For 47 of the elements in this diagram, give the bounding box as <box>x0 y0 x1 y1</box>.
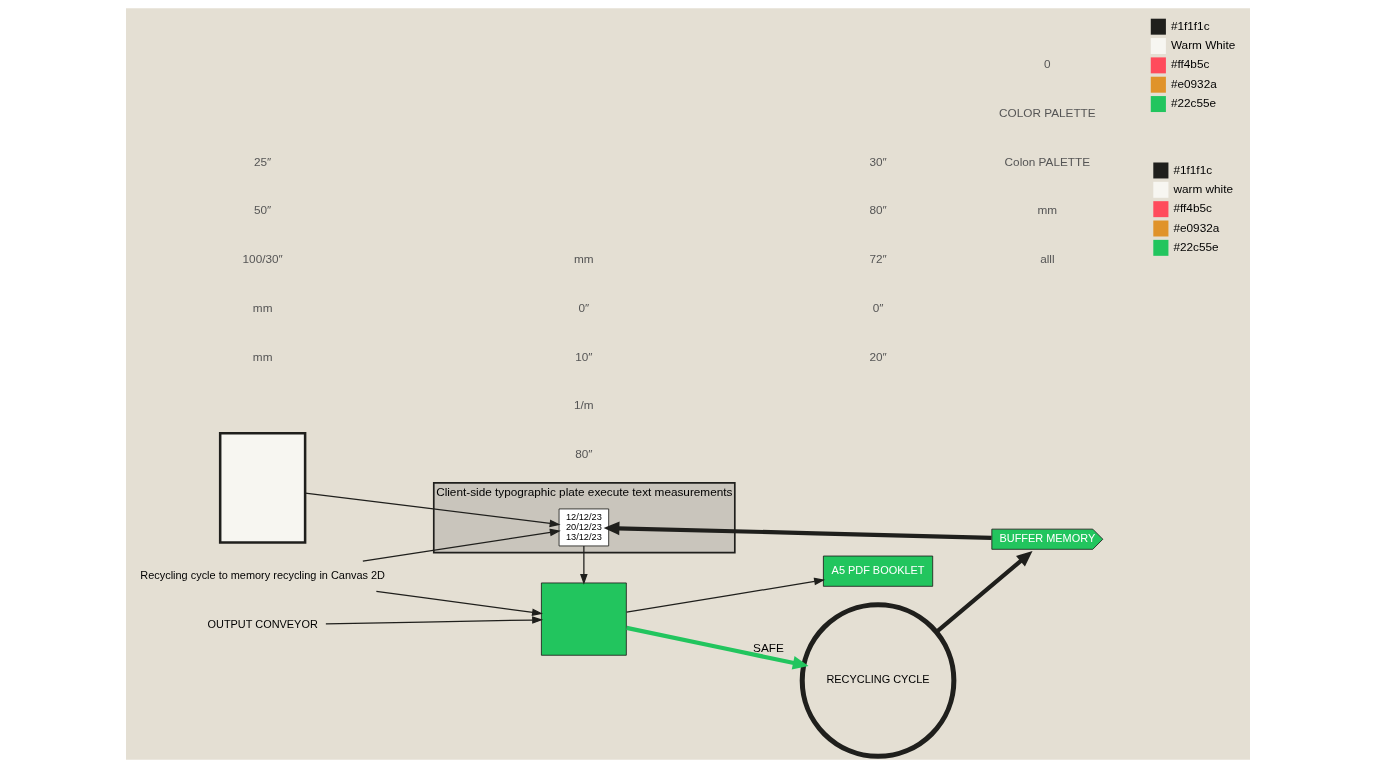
label: 1/m <box>574 398 594 412</box>
label: Colon PALETTE <box>1004 154 1091 168</box>
legend-label: #1f1f1c <box>1173 162 1213 176</box>
label: 72″ <box>869 252 887 266</box>
label: mm <box>1037 203 1058 217</box>
label: 25″ <box>254 154 272 168</box>
node-circle: RECYCLING CYCLE <box>799 602 957 759</box>
legend-label: warm white <box>1173 181 1233 195</box>
label: 100/30″ <box>242 252 283 266</box>
label: 20″ <box>869 349 887 363</box>
node-box: A5 PDF BOOKLET <box>822 555 934 587</box>
label: alll <box>1040 252 1055 266</box>
node-text: Recycling cycle to memory recycling in Canvas 2D <box>140 569 385 582</box>
label: COLOR PALETTE <box>999 105 1096 119</box>
legend-label: Warm White <box>1170 38 1236 52</box>
legend-label: #22c55e <box>1173 239 1219 253</box>
label: 80″ <box>869 203 887 217</box>
label: 80″ <box>575 447 593 461</box>
legend-label: #e0932a <box>1173 220 1220 234</box>
legend-label: #ff4b5c <box>1170 57 1210 71</box>
label: mm <box>252 300 273 314</box>
label: 50″ <box>254 203 272 217</box>
arrow <box>580 545 588 585</box>
arrow <box>362 528 561 562</box>
arrow <box>375 590 543 617</box>
label: 10″ <box>575 349 593 363</box>
arrow <box>304 492 561 528</box>
node-box <box>218 432 307 544</box>
arrow <box>626 577 826 613</box>
label: mm <box>252 349 273 363</box>
arrow <box>603 521 992 540</box>
arrow <box>626 625 809 670</box>
node-box: 12/12/23 20/12/23 13/12/23 <box>558 508 610 547</box>
label: 0 <box>1044 57 1051 71</box>
label: mm <box>574 252 594 266</box>
arrow <box>325 616 544 625</box>
arrow <box>935 551 1033 634</box>
legend-label: #22c55e <box>1170 96 1217 110</box>
label: 0″ <box>872 300 884 314</box>
label: 30″ <box>869 154 887 168</box>
node-text: OUTPUT CONVEYOR <box>207 617 318 630</box>
legend-label: #ff4b5c <box>1173 201 1212 215</box>
label: 0″ <box>578 300 590 314</box>
node-box <box>541 582 627 656</box>
legend-label: #1f1f1c <box>1170 18 1210 32</box>
legend-label: #e0932a <box>1170 76 1217 90</box>
edge-label: SAFE <box>753 641 784 655</box>
